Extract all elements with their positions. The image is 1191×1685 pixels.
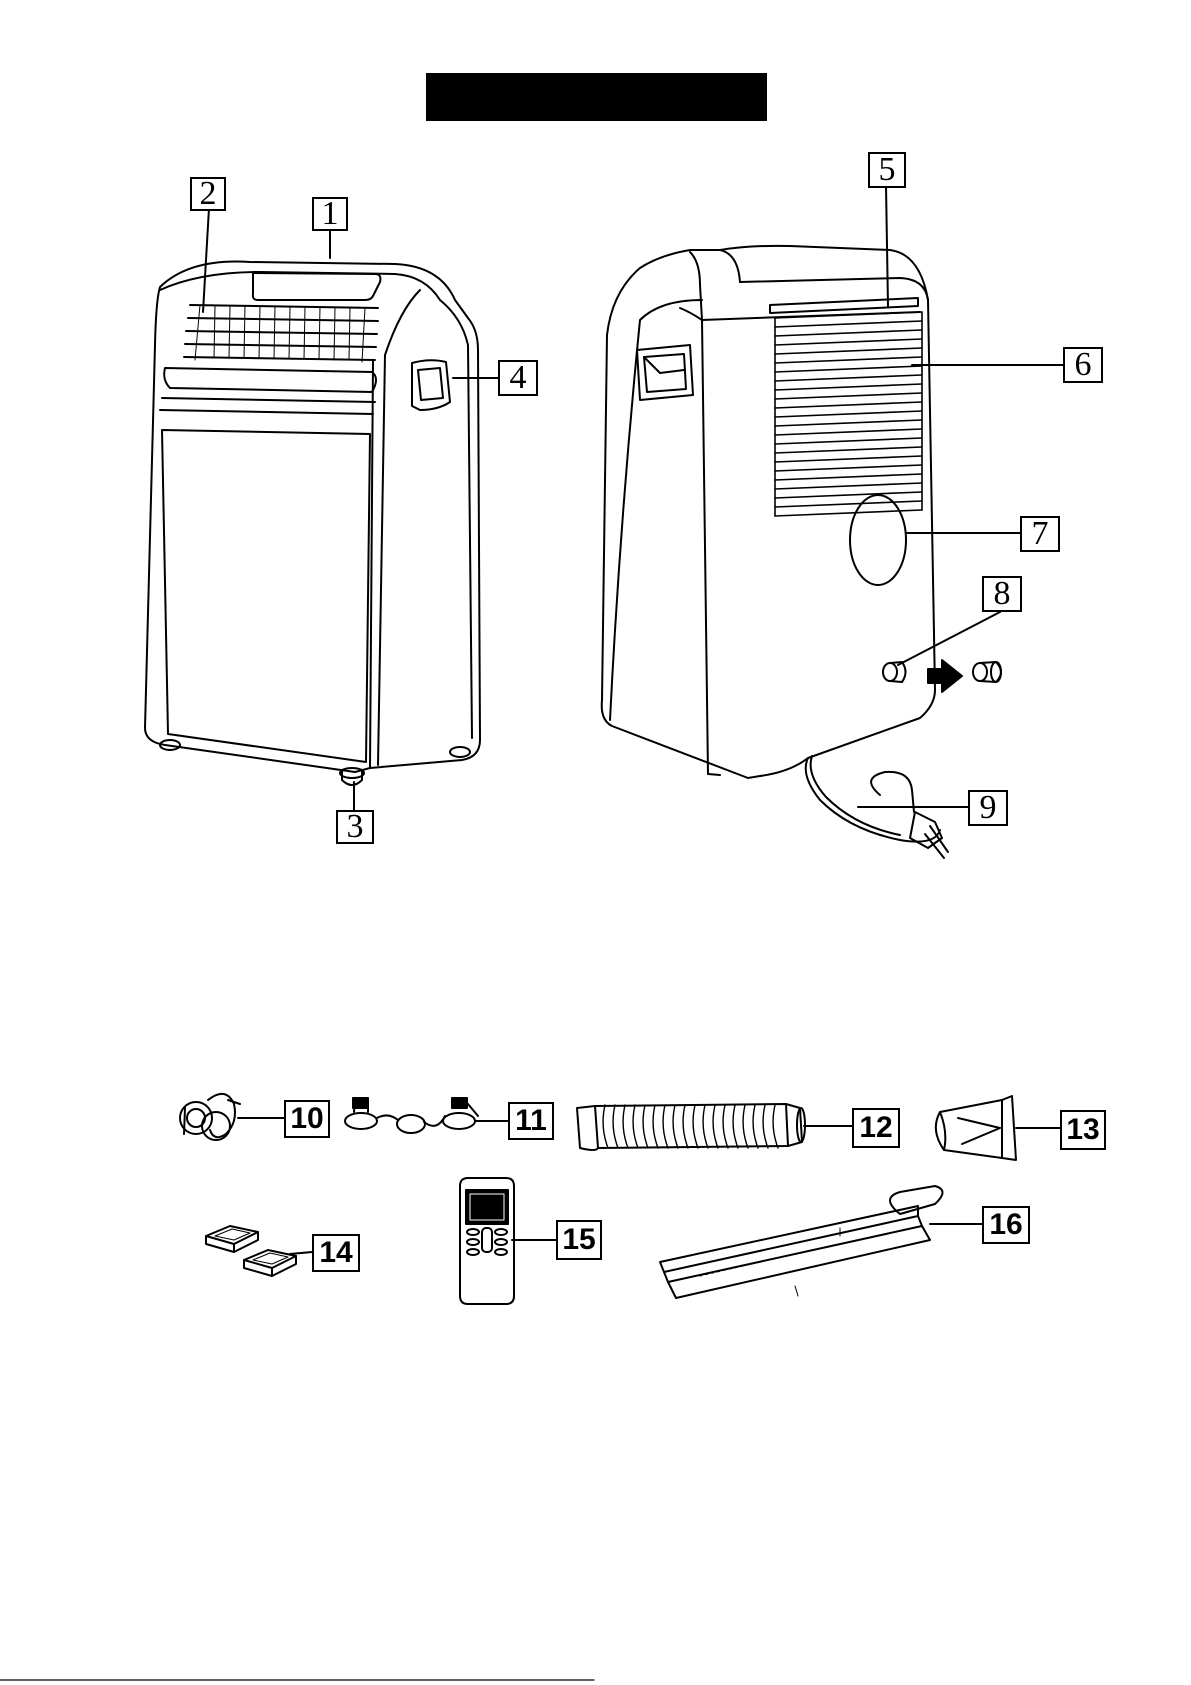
callout-7: 7 [1020,516,1060,552]
callout-10: 10 [284,1100,330,1138]
accessory-12-drawing [577,1104,805,1150]
callout-3: 3 [336,810,374,844]
callout-13: 13 [1060,1110,1106,1150]
leader-5 [886,186,888,306]
callout-9: 9 [968,790,1008,826]
accessory-10-drawing [180,1094,240,1140]
accessory-13-drawing [936,1096,1016,1160]
front-unit-drawing [145,262,480,785]
leader-8 [898,612,1000,665]
accessory-11-drawing [345,1098,478,1133]
callout-11: 11 [508,1102,554,1140]
callout-2: 2 [190,177,226,211]
callout-4: 4 [498,360,538,396]
callout-5: 5 [868,152,906,188]
leader-2 [203,208,209,312]
callout-16: 16 [982,1206,1030,1244]
callout-8: 8 [982,576,1022,612]
accessory-15-drawing [460,1178,514,1304]
callout-1: 1 [312,197,348,231]
accessory-16-drawing [660,1186,943,1298]
callout-14: 14 [312,1234,360,1272]
back-unit-drawing [602,246,1001,858]
callout-15: 15 [556,1220,602,1260]
callout-12: 12 [852,1108,900,1148]
callout-6: 6 [1063,347,1103,383]
accessory-14-drawing [206,1226,296,1276]
